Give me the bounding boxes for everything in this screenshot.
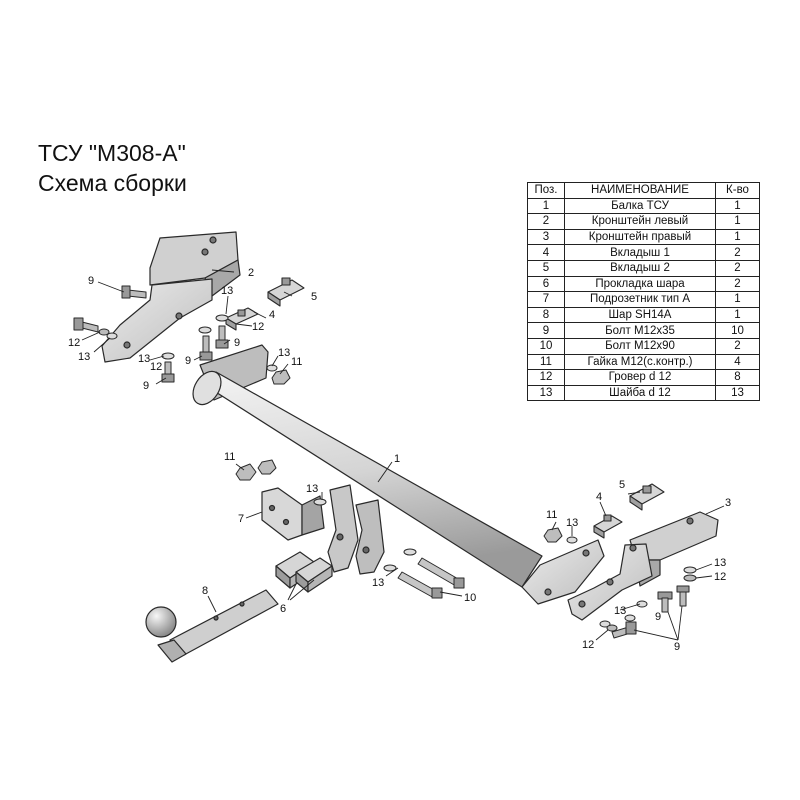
callout-5-right: 5: [619, 479, 625, 491]
header-pos: Поз.: [527, 182, 565, 199]
cell-name: Болт М12х90: [564, 337, 716, 355]
callout-13-e: 13: [306, 483, 318, 495]
callout-7: 7: [238, 513, 244, 525]
callout-13-g: 13: [372, 577, 384, 589]
right-bracket: [567, 511, 719, 621]
callout-3: 3: [725, 497, 731, 509]
callout-9-e: 9: [674, 641, 680, 653]
cell-name: Прокладка шара: [564, 275, 716, 293]
beam: [192, 344, 605, 605]
callout-13-a: 13: [78, 351, 90, 363]
callout-12-a: 12: [68, 337, 80, 349]
parts-table-header: Поз. НАИМЕНОВАНИЕ К-во: [527, 182, 760, 199]
callout-9-a: 9: [88, 275, 94, 287]
callout-12-e: 12: [582, 639, 594, 651]
callout-12-c: 12: [150, 361, 162, 373]
leader-lines: [81, 269, 725, 641]
ball-spacers: [275, 551, 333, 593]
callout-11-c: 11: [546, 509, 557, 521]
cell-name: Кронштейн левый: [564, 213, 716, 230]
cell-qty: 2: [715, 259, 760, 277]
callout-9-d: 9: [234, 337, 240, 349]
fasteners: [73, 285, 697, 639]
inserts: [225, 277, 665, 539]
tow-ball: [145, 589, 279, 663]
callout-12-d: 12: [714, 571, 726, 583]
callout-5-left: 5: [311, 291, 317, 303]
callout-4-left: 4: [269, 309, 275, 321]
title-line-1: ТСУ "М308-А": [38, 140, 186, 166]
socket-plate: [261, 487, 325, 541]
title-line-2: Схема сборки: [38, 170, 187, 196]
cell-qty: 2: [715, 337, 760, 355]
callout-10: 10: [464, 592, 476, 604]
cell-name: Шайба d 12: [564, 384, 716, 402]
callout-13-h: 13: [714, 557, 726, 569]
left-bracket: [101, 231, 241, 363]
callout-13-i: 13: [614, 605, 626, 617]
cell-pos: 13: [527, 384, 565, 402]
callout-11-b: 11: [291, 356, 302, 368]
callout-12-b: 12: [252, 321, 264, 333]
drawing-title: ТСУ "М308-А" Схема сборки: [38, 138, 187, 198]
callout-11-a: 11: [224, 451, 235, 463]
callout-1: 1: [394, 453, 400, 465]
callout-labels: 1 2 3 4 4 5 5 6 7 8 9 9 9 9 9 9 10 11 11…: [68, 267, 731, 653]
cell-name: Болт М12х35: [564, 322, 716, 339]
callout-9-b: 9: [143, 380, 149, 392]
callout-6: 6: [280, 603, 286, 615]
callout-8: 8: [202, 585, 208, 597]
callout-2: 2: [248, 267, 254, 279]
callout-13-b: 13: [221, 285, 233, 297]
callout-13-d: 13: [278, 347, 290, 359]
callout-13-c: 13: [138, 353, 150, 365]
callout-4-right: 4: [596, 491, 602, 503]
cell-name: Вкладыш 2: [564, 259, 716, 277]
callout-9-c: 9: [185, 355, 191, 367]
callout-9-f: 9: [655, 611, 661, 623]
cell-qty: 13: [715, 384, 760, 402]
callout-13-f: 13: [566, 517, 578, 529]
